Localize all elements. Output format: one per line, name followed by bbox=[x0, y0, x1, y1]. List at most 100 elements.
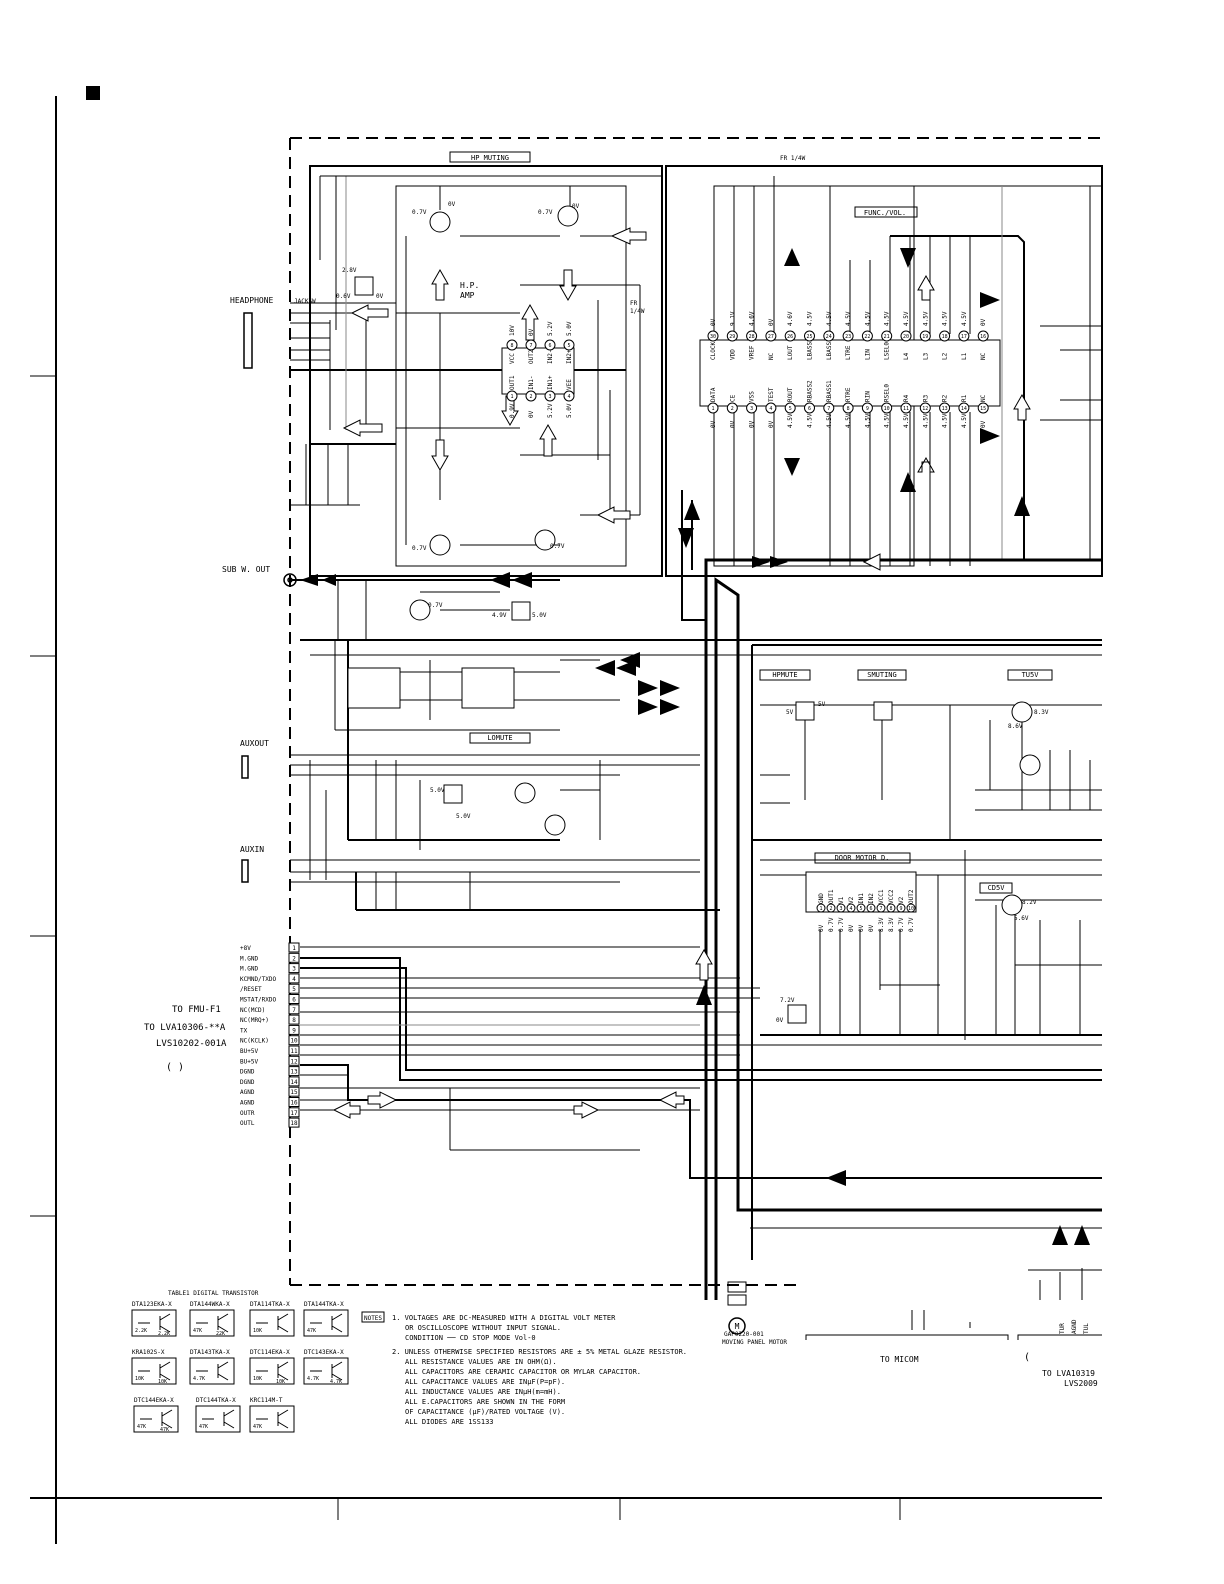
page-frame bbox=[30, 86, 1102, 1544]
cn-pin-number: 14 bbox=[290, 1079, 298, 1086]
func-bottom-volt: 4.5V bbox=[864, 413, 871, 428]
cn-pin-number: 5 bbox=[292, 986, 296, 993]
note-line: ALL DIODES ARE 1SS133 bbox=[405, 1418, 494, 1426]
func-bottom-volt: 0V bbox=[710, 420, 717, 428]
func-bottom-pin-circle-num: 13 bbox=[942, 406, 948, 412]
door-pin-circle-num: 7 bbox=[879, 906, 882, 912]
func-top-pin-circle bbox=[900, 330, 912, 342]
func-bottom-pin-circle bbox=[784, 402, 796, 414]
table1-part-name: DTA114TKA-X bbox=[250, 1301, 290, 1308]
func-bottom-pin-circle-num: 2 bbox=[731, 406, 734, 412]
func-bottom-volt: 0V bbox=[980, 420, 987, 428]
hp-top-pin: OUT2 bbox=[528, 349, 535, 364]
func-bottom-pin-circle bbox=[823, 402, 835, 414]
func-bottom-pin-circle bbox=[707, 402, 719, 414]
func-bottom-volt: 4.5V bbox=[903, 413, 910, 428]
door-pin-circle bbox=[876, 903, 886, 913]
door-pin: V2 bbox=[898, 896, 905, 904]
func-top-pin-circle bbox=[707, 330, 719, 342]
cn-pin-label: M.GND bbox=[240, 966, 258, 973]
hp-top-pin-circle-num: 7 bbox=[529, 343, 532, 349]
func-top-volt: 9.1V bbox=[729, 311, 736, 326]
ic-cd-filter bbox=[347, 667, 515, 709]
door-pin-circle bbox=[816, 903, 826, 913]
note-line: ALL INDUCTANCE VALUES ARE INµH(m=mH). bbox=[405, 1388, 561, 1396]
table1-digital-transistors: TABLE1 DIGITAL TRANSISTOR DTA123EKA-X2.2… bbox=[131, 1290, 349, 1433]
table1-part-name: DTA144WKA-X bbox=[190, 1301, 230, 1308]
table1-r2: 10K bbox=[158, 1379, 167, 1385]
door-pin-circle-num: 3 bbox=[839, 906, 842, 912]
note-1c: CONDITION ── CD STOP MODE Vol-0 bbox=[405, 1334, 536, 1342]
hp-bottom-pin: VEE bbox=[566, 379, 573, 390]
door-pin: OUT1 bbox=[828, 889, 835, 904]
cn-pin-number: 12 bbox=[290, 1058, 298, 1065]
func-top-pin: L3 bbox=[922, 352, 929, 360]
cn-pin-label: /RESET bbox=[240, 986, 262, 993]
func-top-pin-circle-num: 30 bbox=[710, 334, 716, 340]
hp-top-pin-circle bbox=[525, 339, 537, 351]
door-volt: 0V bbox=[858, 924, 865, 932]
func-bottom-pin: RTRE bbox=[845, 387, 852, 402]
func-bottom-pin-circle-num: 15 bbox=[980, 406, 986, 412]
cn-pin-label: TX bbox=[240, 1027, 248, 1034]
func-top-pin-circle bbox=[726, 330, 738, 342]
cn-pin-number: 13 bbox=[290, 1069, 298, 1076]
cn-pin-label: MSTAT/RXDO bbox=[240, 997, 277, 1004]
table1-title: TABLE1 DIGITAL TRANSISTOR bbox=[168, 1290, 259, 1297]
to-micom-label: TO MICOM bbox=[880, 1355, 919, 1364]
table1-part-name: KRC114M-T bbox=[250, 1397, 283, 1404]
cn-pin-number: 18 bbox=[290, 1120, 298, 1127]
door-volt: 8.3V bbox=[888, 917, 895, 932]
table1-r1: 4.7K bbox=[193, 1376, 205, 1382]
func-bottom-pin-circle bbox=[804, 402, 815, 414]
cn-pin-label: BU+5V bbox=[240, 1058, 258, 1065]
cn-pin-label: AGND bbox=[240, 1089, 255, 1096]
func-bottom-pin-circle bbox=[746, 402, 758, 414]
volt-0a: 0V bbox=[376, 293, 384, 300]
hp-bottom-pin: OUT1 bbox=[509, 375, 516, 390]
connector-sub-w-out: SUB W. OUT bbox=[222, 565, 270, 574]
connector-auxin: AUXIN bbox=[240, 845, 264, 854]
cn-pin-box bbox=[288, 1086, 300, 1097]
func-top-volt: 4.5V bbox=[961, 311, 968, 326]
pnp-transistor-icon bbox=[196, 1361, 229, 1381]
func-top-pin-circle-num: 17 bbox=[961, 334, 967, 340]
cn-pin-label: KCMND/TXDO bbox=[240, 976, 277, 983]
cn-pin-number: 9 bbox=[292, 1027, 296, 1034]
func-top-pin-circle bbox=[765, 330, 777, 342]
func-top-pin-circle-num: 23 bbox=[845, 334, 851, 340]
cn-pin-number: 3 bbox=[292, 966, 296, 973]
connector-headphone: HEADPHONE bbox=[230, 296, 274, 305]
cn-pin-label: NC(MRQ+) bbox=[240, 1017, 269, 1024]
cn-left-line3: LVS10202-001A bbox=[156, 1039, 227, 1049]
door-pin-circle bbox=[836, 903, 846, 913]
block-label-door-motor: DOOR MOTOR D. bbox=[835, 854, 890, 862]
hp-top-volt: 10V bbox=[509, 325, 516, 336]
func-bottom-pin: ROUT bbox=[787, 387, 794, 402]
func-top-volt: 4.5V bbox=[864, 311, 871, 326]
func-bottom-volt: 4.5V bbox=[787, 413, 794, 428]
note-line: ALL RESISTANCE VALUES ARE IN OHM(Ω). bbox=[405, 1358, 557, 1366]
func-top-pin: L2 bbox=[942, 352, 949, 360]
func-bottom-pin-circle bbox=[842, 402, 854, 414]
func-bottom-pin: RBASS1 bbox=[826, 380, 833, 402]
block-label-hpmute: HPMUTE bbox=[772, 671, 797, 679]
hp-top-pin: VCC bbox=[509, 353, 516, 364]
cn-pin-box bbox=[288, 963, 300, 974]
note-1b: OR OSCILLOSCOPE WITHOUT INPUT SIGNAL. bbox=[405, 1324, 561, 1332]
transistor-symbols bbox=[354, 205, 1041, 1024]
func-bottom-pin: R3 bbox=[922, 394, 929, 402]
door-volt: 0V bbox=[848, 924, 855, 932]
cn-pin-number: 1 bbox=[292, 945, 296, 952]
cn-pin-label: NC(KCLK) bbox=[240, 1038, 269, 1045]
door-pin: VCC1 bbox=[878, 889, 885, 904]
func-top-pin-circle bbox=[784, 330, 796, 342]
func-top-pin-circle-num: 27 bbox=[768, 334, 774, 340]
hp-top-pin-circle-num: 6 bbox=[548, 343, 551, 349]
func-top-pin-circle bbox=[804, 330, 815, 342]
table1-r2: 10K bbox=[276, 1379, 285, 1385]
func-top-pin: L4 bbox=[903, 352, 910, 360]
hp-bottom-volt: 0.9V bbox=[509, 403, 516, 418]
volt-q5: 0.7V bbox=[428, 602, 443, 609]
